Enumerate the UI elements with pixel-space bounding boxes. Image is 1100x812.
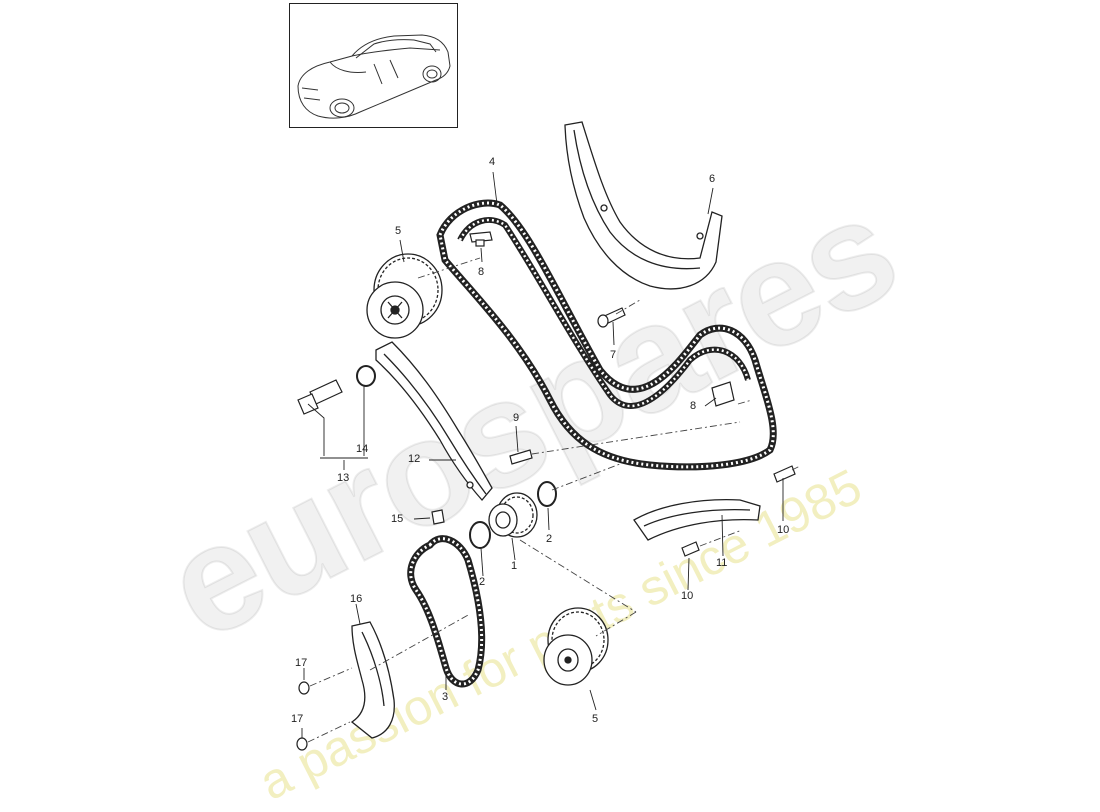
- callout-12: 12: [408, 453, 421, 465]
- stud-10-left: [681, 541, 700, 557]
- assembly-lines: [307, 257, 801, 743]
- bolt-17-upper: [298, 681, 310, 695]
- callout-5-lower: 5: [592, 713, 599, 725]
- guide-rail-11: [633, 499, 761, 541]
- chain-tensioner-pad-upper: [469, 231, 493, 247]
- callout-13: 13: [337, 472, 350, 484]
- clip-15: [431, 509, 445, 525]
- callout-5-upper: 5: [395, 225, 402, 237]
- callout-17-upper: 17: [295, 657, 308, 669]
- callout-9: 9: [513, 412, 520, 424]
- pin-9: [509, 449, 533, 465]
- callout-8-right: 8: [690, 400, 697, 412]
- callout-10-left: 10: [681, 590, 694, 602]
- callout-2-right: 2: [546, 533, 553, 545]
- callout-8-upper: 8: [478, 266, 485, 278]
- callout-7: 7: [610, 349, 617, 361]
- vehicle-thumbnail: [289, 3, 458, 128]
- callout-14: 14: [356, 443, 369, 455]
- crankshaft-sprocket: [488, 492, 538, 538]
- callout-3: 3: [442, 691, 449, 703]
- chain-tensioner-pad-right: [711, 381, 735, 407]
- callout-10-right: 10: [777, 524, 790, 536]
- timing-chain-upper: [436, 199, 777, 471]
- car-icon: [297, 34, 451, 119]
- callout-11: 11: [716, 557, 728, 569]
- callout-1: 1: [511, 560, 518, 572]
- callout-17-lower: 17: [291, 713, 304, 725]
- washer-2-right: [537, 481, 557, 507]
- bolt-17-lower: [296, 737, 308, 751]
- hollow-bolt: [297, 365, 376, 415]
- callout-6: 6: [709, 173, 716, 185]
- washer-2-left: [469, 521, 491, 549]
- stud-10-right: [773, 465, 796, 483]
- callout-16: 16: [350, 593, 363, 605]
- callout-4: 4: [489, 156, 496, 168]
- oil-pump-tensioner: [350, 621, 395, 739]
- timing-chain-lower: [407, 535, 486, 688]
- camshaft-adjuster-lower: [543, 607, 609, 686]
- callout-15: 15: [391, 513, 404, 525]
- callout-2-left: 2: [479, 576, 486, 588]
- chain-guide-upper: [564, 121, 723, 290]
- camshaft-adjuster-upper: [366, 253, 443, 339]
- leader-lines: [301, 171, 784, 738]
- tensioner-rail: [375, 341, 493, 501]
